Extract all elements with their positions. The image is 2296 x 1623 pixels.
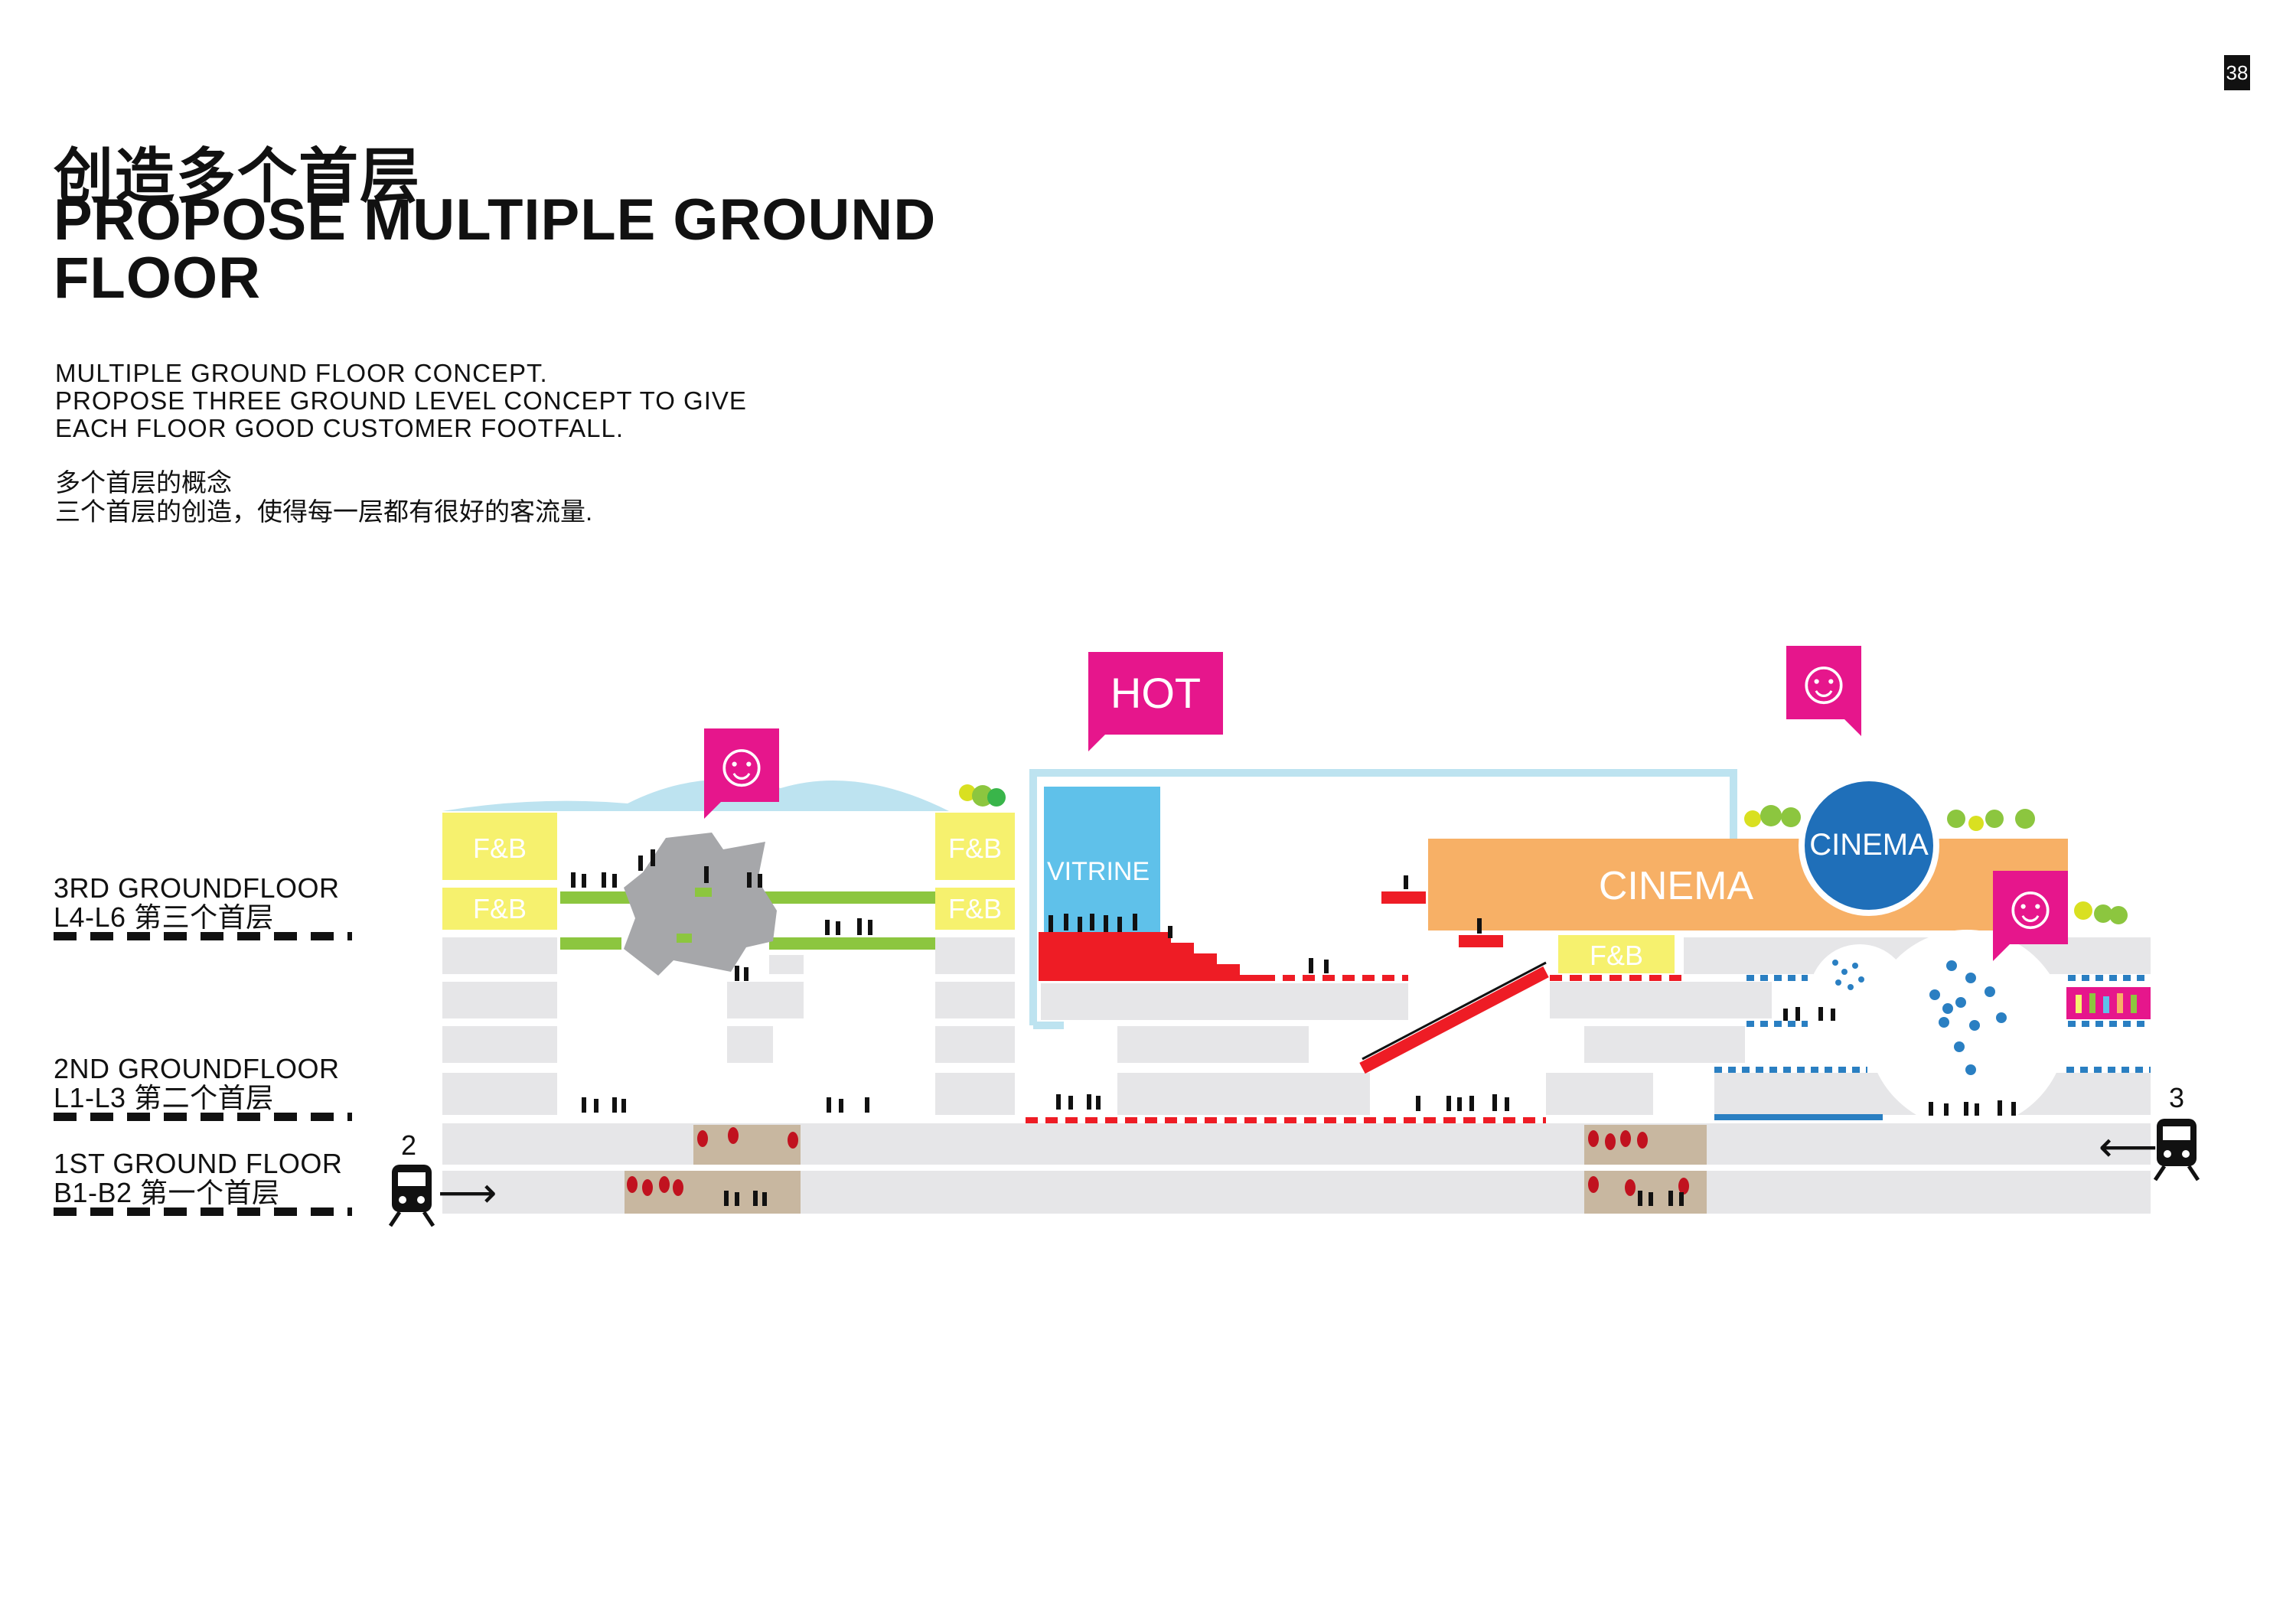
page-number: 38 (2224, 55, 2250, 90)
cinema-bar (1428, 839, 2068, 930)
kids-figures (2076, 993, 2137, 1013)
bridge (769, 937, 935, 950)
red-ledge (1459, 935, 1503, 947)
fnb-block (442, 888, 557, 930)
title-english: PROPOSE MULTIPLE GROUND FLOOR (54, 187, 937, 311)
train-icon-right (2153, 1119, 2200, 1181)
floor-levels: B1-B2 第一个首层 (54, 1177, 280, 1208)
floor-label-2nd: 2ND GROUNDFLOOR L1-L3 第二个首层 (54, 1054, 340, 1113)
floor-divider-1st (54, 1207, 352, 1216)
station-number-left: 2 (401, 1129, 417, 1161)
vitrine-frame (1029, 769, 1737, 1025)
floor-levels: L1-L3 第二个首层 (54, 1082, 274, 1113)
fnb-label: F&B (472, 833, 527, 864)
floor-block (1546, 1073, 1653, 1115)
blue-walkways (1714, 975, 2151, 1073)
canopy-shape (442, 779, 949, 811)
description-line: PROPOSE THREE GROUND LEVEL CONCEPT TO GI… (55, 386, 747, 415)
fnb-block (935, 813, 1015, 880)
smiley-icon: ☺ (1998, 872, 2063, 942)
floor-block (727, 1026, 773, 1063)
retail-block (1584, 1171, 1707, 1214)
vitrine-label: VITRINE (1047, 857, 1150, 886)
floor-block (442, 1073, 557, 1115)
floor-block (1584, 1026, 1745, 1063)
smiley-tag-top-right: ☺ (1786, 646, 1861, 736)
void-circle-large (1867, 930, 2066, 1129)
title-chinese: 创造多个首层 (54, 142, 422, 210)
hot-tag-label: HOT (1110, 669, 1202, 717)
fnb-blocks-left (442, 813, 1015, 930)
floor-block (1117, 1026, 1309, 1063)
station-number-right: 3 (2169, 1082, 2185, 1113)
red-ledge (1381, 891, 1426, 904)
fnb-label: F&B (947, 833, 1002, 864)
retail-blocks (625, 1125, 1707, 1214)
fnb-block (442, 813, 557, 880)
floor-divider-2nd (54, 1113, 352, 1121)
description-english: MULTIPLE GROUND FLOOR CONCEPT. PROPOSE T… (55, 360, 747, 442)
atrium-marker (695, 888, 712, 897)
cinema-label: CINEMA (1598, 864, 1754, 908)
floor-block (935, 937, 1015, 974)
fnb-label: F&B (472, 893, 527, 924)
floor-label-3rd: 3RD GROUNDFLOOR L4-L6 第三个首层 (54, 874, 340, 932)
cinema-circle (1799, 775, 1939, 916)
people-figures (571, 849, 2016, 1206)
trees (959, 784, 2128, 924)
floor-label-1st: 1ST GROUND FLOOR B1-B2 第一个首层 (54, 1149, 342, 1207)
atrium-shape (624, 833, 777, 976)
description-line: EACH FLOOR GOOD CUSTOMER FOOTFALL. (55, 414, 624, 442)
fnb-label: F&B (947, 893, 1002, 924)
hot-tag: HOT (1088, 652, 1223, 751)
floor-divider-3rd (54, 932, 352, 940)
floor-name: 3RD GROUNDFLOOR (54, 872, 340, 904)
blue-dots (1832, 960, 2007, 1075)
fnb-label: F&B (1589, 940, 1643, 971)
floor-name: 1ST GROUND FLOOR (54, 1148, 343, 1179)
floor-block (1041, 983, 1408, 1020)
retail-block (625, 1171, 801, 1214)
floor-block (442, 937, 557, 974)
retail-block (693, 1125, 801, 1165)
floor-block (727, 982, 804, 1018)
left-tower-blocks (442, 937, 1015, 1115)
red-steps (1039, 932, 1263, 981)
vitrine-box (1044, 787, 1160, 940)
floor-block (935, 1073, 1015, 1115)
floor-name: 2ND GROUNDFLOOR (54, 1053, 340, 1084)
floor-block (442, 982, 557, 1018)
escalator-rail (1362, 961, 1547, 1061)
description-chinese: 多个首层的概念 三个首层的创造，使得每一层都有很好的客流量. (55, 468, 592, 526)
smiley-icon: ☺ (709, 730, 774, 800)
floor-block (442, 1026, 557, 1063)
lanterns (627, 1127, 1689, 1196)
floor-block (935, 982, 1015, 1018)
arrow-right-icon: ⟶ (438, 1170, 497, 1216)
bridge (560, 937, 621, 950)
floor-block (769, 955, 804, 974)
escalator (1359, 966, 1549, 1074)
smiley-icon: ☺ (1792, 647, 1856, 717)
description-line: 三个首层的创造，使得每一层都有很好的客流量. (55, 497, 593, 526)
atrium-marker (677, 934, 692, 943)
description-line: 多个首层的概念 (55, 468, 232, 497)
floor-block (1550, 982, 1772, 1018)
cinema-circle-label: CINEMA (1809, 828, 1929, 862)
fnb-block-centre (1558, 935, 1675, 973)
fnb-block (935, 888, 1015, 930)
floor-block (935, 1026, 1015, 1063)
floor-levels: L4-L6 第三个首层 (54, 901, 274, 933)
smiley-tag-cinema: ☺ (1993, 871, 2068, 961)
red-walkways (1026, 975, 1684, 1123)
floor-block (1117, 1073, 1370, 1115)
description-line: MULTIPLE GROUND FLOOR CONCEPT. (55, 359, 548, 387)
arrow-left-icon: ⟵ (2099, 1124, 2158, 1170)
train-icon-left (388, 1165, 435, 1227)
smiley-tag-left: ☺ (704, 728, 779, 819)
